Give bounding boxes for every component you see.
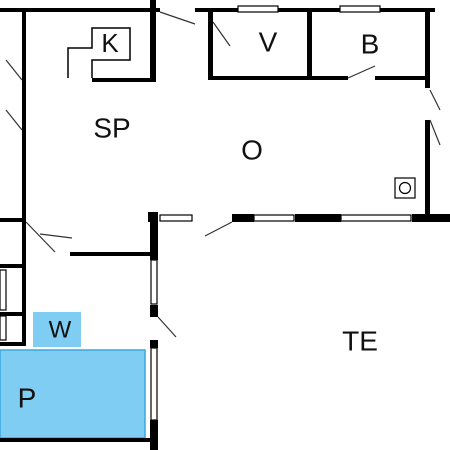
wall-te-left-3 — [150, 340, 158, 348]
room-label-p: P — [18, 382, 37, 413]
pool-area — [0, 349, 146, 439]
wall-te-top-left — [148, 212, 158, 222]
door-left-2 — [5, 109, 23, 131]
doors — [5, 11, 441, 338]
door-sp-2 — [39, 233, 73, 239]
window-te-top-2 — [253, 214, 295, 222]
kitchen-counter — [67, 27, 131, 78]
room-label-w: W — [49, 316, 72, 343]
wall-left-room4 — [0, 342, 26, 346]
window-left-room3 — [0, 315, 7, 341]
wall-te-top-mid — [232, 214, 254, 222]
room-label-sp: SP — [93, 112, 130, 143]
wall-te-left-2 — [150, 305, 158, 317]
wall-te-left — [150, 220, 158, 260]
door-left-1 — [5, 59, 23, 81]
room-label-v: V — [259, 26, 278, 57]
door-right-2 — [429, 119, 441, 146]
wall-v-bottom — [212, 76, 309, 80]
room-label-o: O — [241, 134, 263, 165]
window-te-top-3 — [340, 214, 412, 222]
window-top-b — [339, 5, 381, 13]
wall-left-top — [22, 12, 26, 272]
wall-k-bottom — [92, 78, 152, 82]
wall-left-room2 — [0, 264, 26, 268]
door-right-1 — [429, 89, 441, 111]
wall-b-bottom — [310, 76, 348, 80]
door-k — [159, 11, 196, 25]
wall-v-right — [307, 8, 312, 80]
window-left-room2 — [0, 269, 7, 311]
stove-icon — [394, 177, 416, 199]
wall-left-room1 — [0, 218, 26, 222]
wall-v-left — [208, 8, 213, 80]
window-te-top-1 — [159, 214, 193, 222]
room-label-te: TE — [342, 325, 378, 356]
door-sp-1 — [25, 221, 56, 253]
w-area — [33, 312, 81, 347]
window-pool — [150, 347, 158, 421]
window-top-v — [237, 5, 279, 13]
window-te-left — [150, 259, 158, 305]
wall-te-top-mid2 — [295, 214, 341, 222]
door-b — [347, 65, 376, 79]
door-te-top — [204, 221, 233, 237]
room-label-b: B — [361, 28, 380, 59]
wall-k-right — [150, 0, 156, 82]
wall-bottom-left — [0, 438, 150, 442]
wall-o-right — [425, 120, 430, 215]
wall-te-left-4 — [150, 420, 158, 450]
room-label-k: K — [101, 28, 119, 58]
wall-top-left — [0, 8, 160, 12]
wall-left-room3 — [0, 312, 26, 316]
door-v — [212, 21, 231, 47]
wall-left-bottom — [22, 268, 26, 346]
windows — [0, 5, 412, 421]
door-te-left — [157, 316, 177, 338]
wall-b-right — [425, 8, 430, 88]
wall-top-mid — [195, 8, 435, 12]
wall-sp-lower — [70, 252, 154, 256]
wall-b-bottom-r — [375, 76, 429, 80]
wall-te-top-right — [412, 214, 450, 222]
